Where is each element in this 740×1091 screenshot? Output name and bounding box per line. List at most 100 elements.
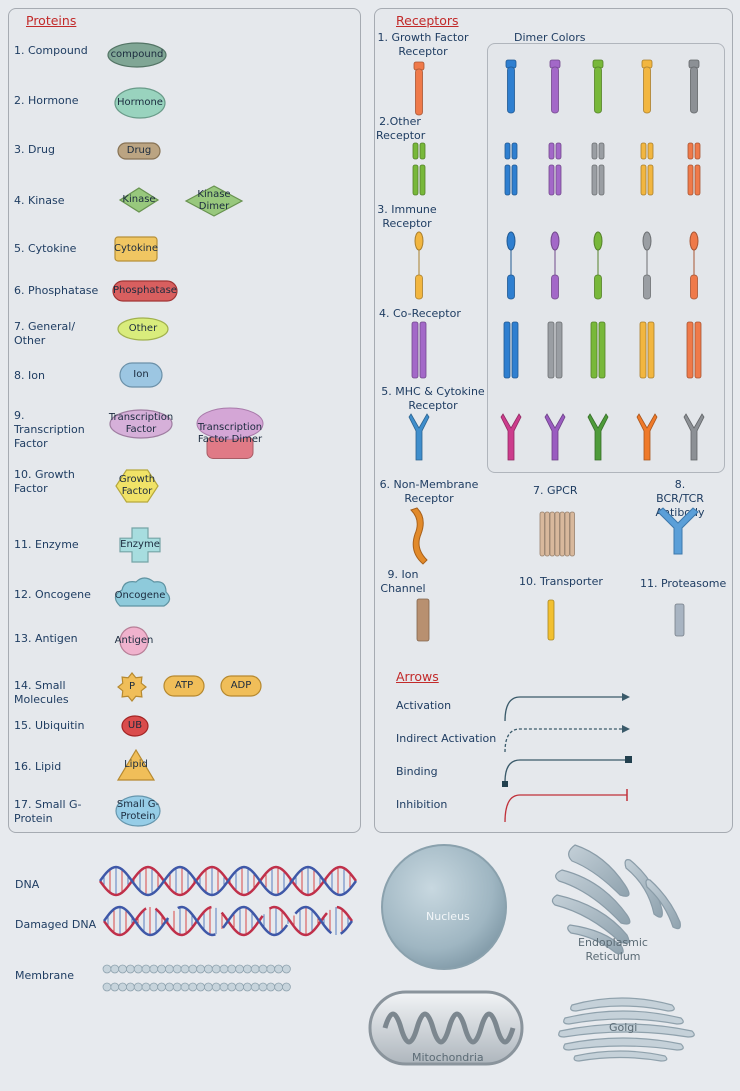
protein-label-16: 16. Lipid [14,760,62,773]
enzyme-glyph [119,527,161,563]
dimer-immune-1 [507,274,515,300]
dimer-other-4-a1 [640,142,647,160]
transcription-factor-glyph-text-2: Transcription Factor Dimer [197,422,263,445]
membrane-bead [172,982,182,992]
protein-label-3: 3. Drug [14,143,55,156]
transcription-factor-glyph-text: Transcription Factor [108,412,174,435]
dimer-co-receptor-5-a [686,321,694,379]
golgi-label: Golgi [609,1021,638,1034]
membrane-bead [203,964,213,974]
dimer-other-4-b1 [647,142,654,160]
dna-glyph-strand-2 [98,865,358,897]
membrane-bead [235,982,245,992]
receptor-label-6: 6. Non-Membrane Receptor [379,478,479,505]
dimer-other-4-a2 [640,164,647,196]
ubiquitin-glyph [121,715,149,737]
dimer-co-receptor-3-a [590,321,598,379]
proteasome-glyph [674,603,685,637]
er-label: Endoplasmic Reticulum [578,936,648,963]
protein-label-8: 8. Ion [14,369,45,382]
receptors-title: Receptors [396,13,459,28]
mitochondria-cristae [382,1011,516,1045]
drug-glyph [117,142,161,160]
membrane-bead [258,964,268,974]
ion-glyph [119,362,163,388]
membrane-bead [102,982,112,992]
cytokine-glyph-text: Cytokine [114,243,158,254]
arrow-label-binding: Binding [396,765,438,778]
protein-label-10: 10. Growth Factor [14,468,75,495]
membrane-bead [188,982,198,992]
gpcr-helix-1 [539,511,545,557]
lipid-glyph [116,748,156,781]
phosphatase-glyph-text: Phosphatase [113,285,177,296]
dimer-immune-3 [594,274,602,300]
receptor-label-3: 3. Immune Receptor [377,203,437,230]
damaged-dna-label: Damaged DNA [15,918,97,931]
membrane-bead [266,982,276,992]
dimer-immune-2 [551,274,559,300]
gpcr-helix-5 [559,511,565,557]
dna-label: DNA [15,878,40,891]
activation-arrowhead [622,693,630,701]
small-g-protein-glyph-text: Small G-Protein [116,799,160,822]
dimer-other-1-a2 [504,164,511,196]
small-molecules-glyph-text: P [128,681,136,692]
mitochondria-shape [368,990,524,1066]
bcr-tcr-antibody-glyph [657,507,699,555]
dimer-co-receptor-1-b [511,321,519,379]
membrane-bead [242,982,252,992]
compound-glyph [107,42,167,68]
protein-label-9: 9. Transcription Factor [14,409,85,450]
inhibition-line [504,794,627,823]
non-membrane-receptor-glyph [410,507,428,565]
small-molecules-glyph-text-3: ADP [230,680,252,691]
receptor-label-4: 4. Co-Receptor [379,307,461,320]
gpcr-helix-6 [564,511,570,557]
membrane-bead [258,982,268,992]
receptor-label-5: 5. MHC & Cytokine Receptor [381,385,485,412]
transcription-factor-glyph [109,409,173,439]
protein-label-13: 13. Antigen [14,632,78,645]
small-molecules-glyph-3 [220,675,262,697]
mhc-cytokine-receptor-glyph [408,413,430,461]
damaged-dna-glyph-strand-2 [102,905,354,937]
membrane-bead [274,964,284,974]
ion-channel-glyph [416,598,430,642]
dimer-co-receptor-4-a [639,321,647,379]
receptor-label-10: 10. Transporter [519,575,603,588]
membrane-bead [118,982,127,992]
protein-label-1: 1. Compound [14,44,88,57]
membrane-bead [250,964,260,974]
dimer-other-2-a1 [548,142,555,160]
co-receptor-glyph-a [411,321,419,379]
oncogene-glyph-text: Oncogene [114,590,166,601]
membrane-bead [180,982,190,992]
membrane-bead [149,964,159,974]
other-receptor-glyph-b1 [419,142,426,160]
membrane-bead [211,982,221,992]
membrane-bead [203,982,213,992]
nucleus-shape [381,844,507,970]
membrane-bead [196,982,206,992]
dimer-mhc-5 [683,413,705,461]
antigen-glyph [119,626,149,656]
activation-arrow [504,696,628,722]
growth-factor-receptor-glyph [415,68,423,116]
dimer-other-3-b1 [598,142,605,160]
dimer-other-5-b2 [694,164,701,196]
dimer-co-receptor-4-b [647,321,655,379]
general-other-glyph-text: Other [128,323,158,334]
cytokine-glyph [114,236,158,262]
receptor-label-11: 11. Proteasome [640,577,727,590]
dimer-growth-factor-5 [690,66,698,114]
enzyme-glyph-text: Enzyme [120,539,160,550]
dimer-other-2-b2 [555,164,562,196]
membrane-bead [180,964,190,974]
dimer-growth-factor-1 [507,66,515,114]
membrane-bead [125,982,135,992]
binding-line [504,759,627,783]
dimer-co-receptor-2-b [555,321,563,379]
protein-label-6: 6. Phosphatase [14,284,99,297]
